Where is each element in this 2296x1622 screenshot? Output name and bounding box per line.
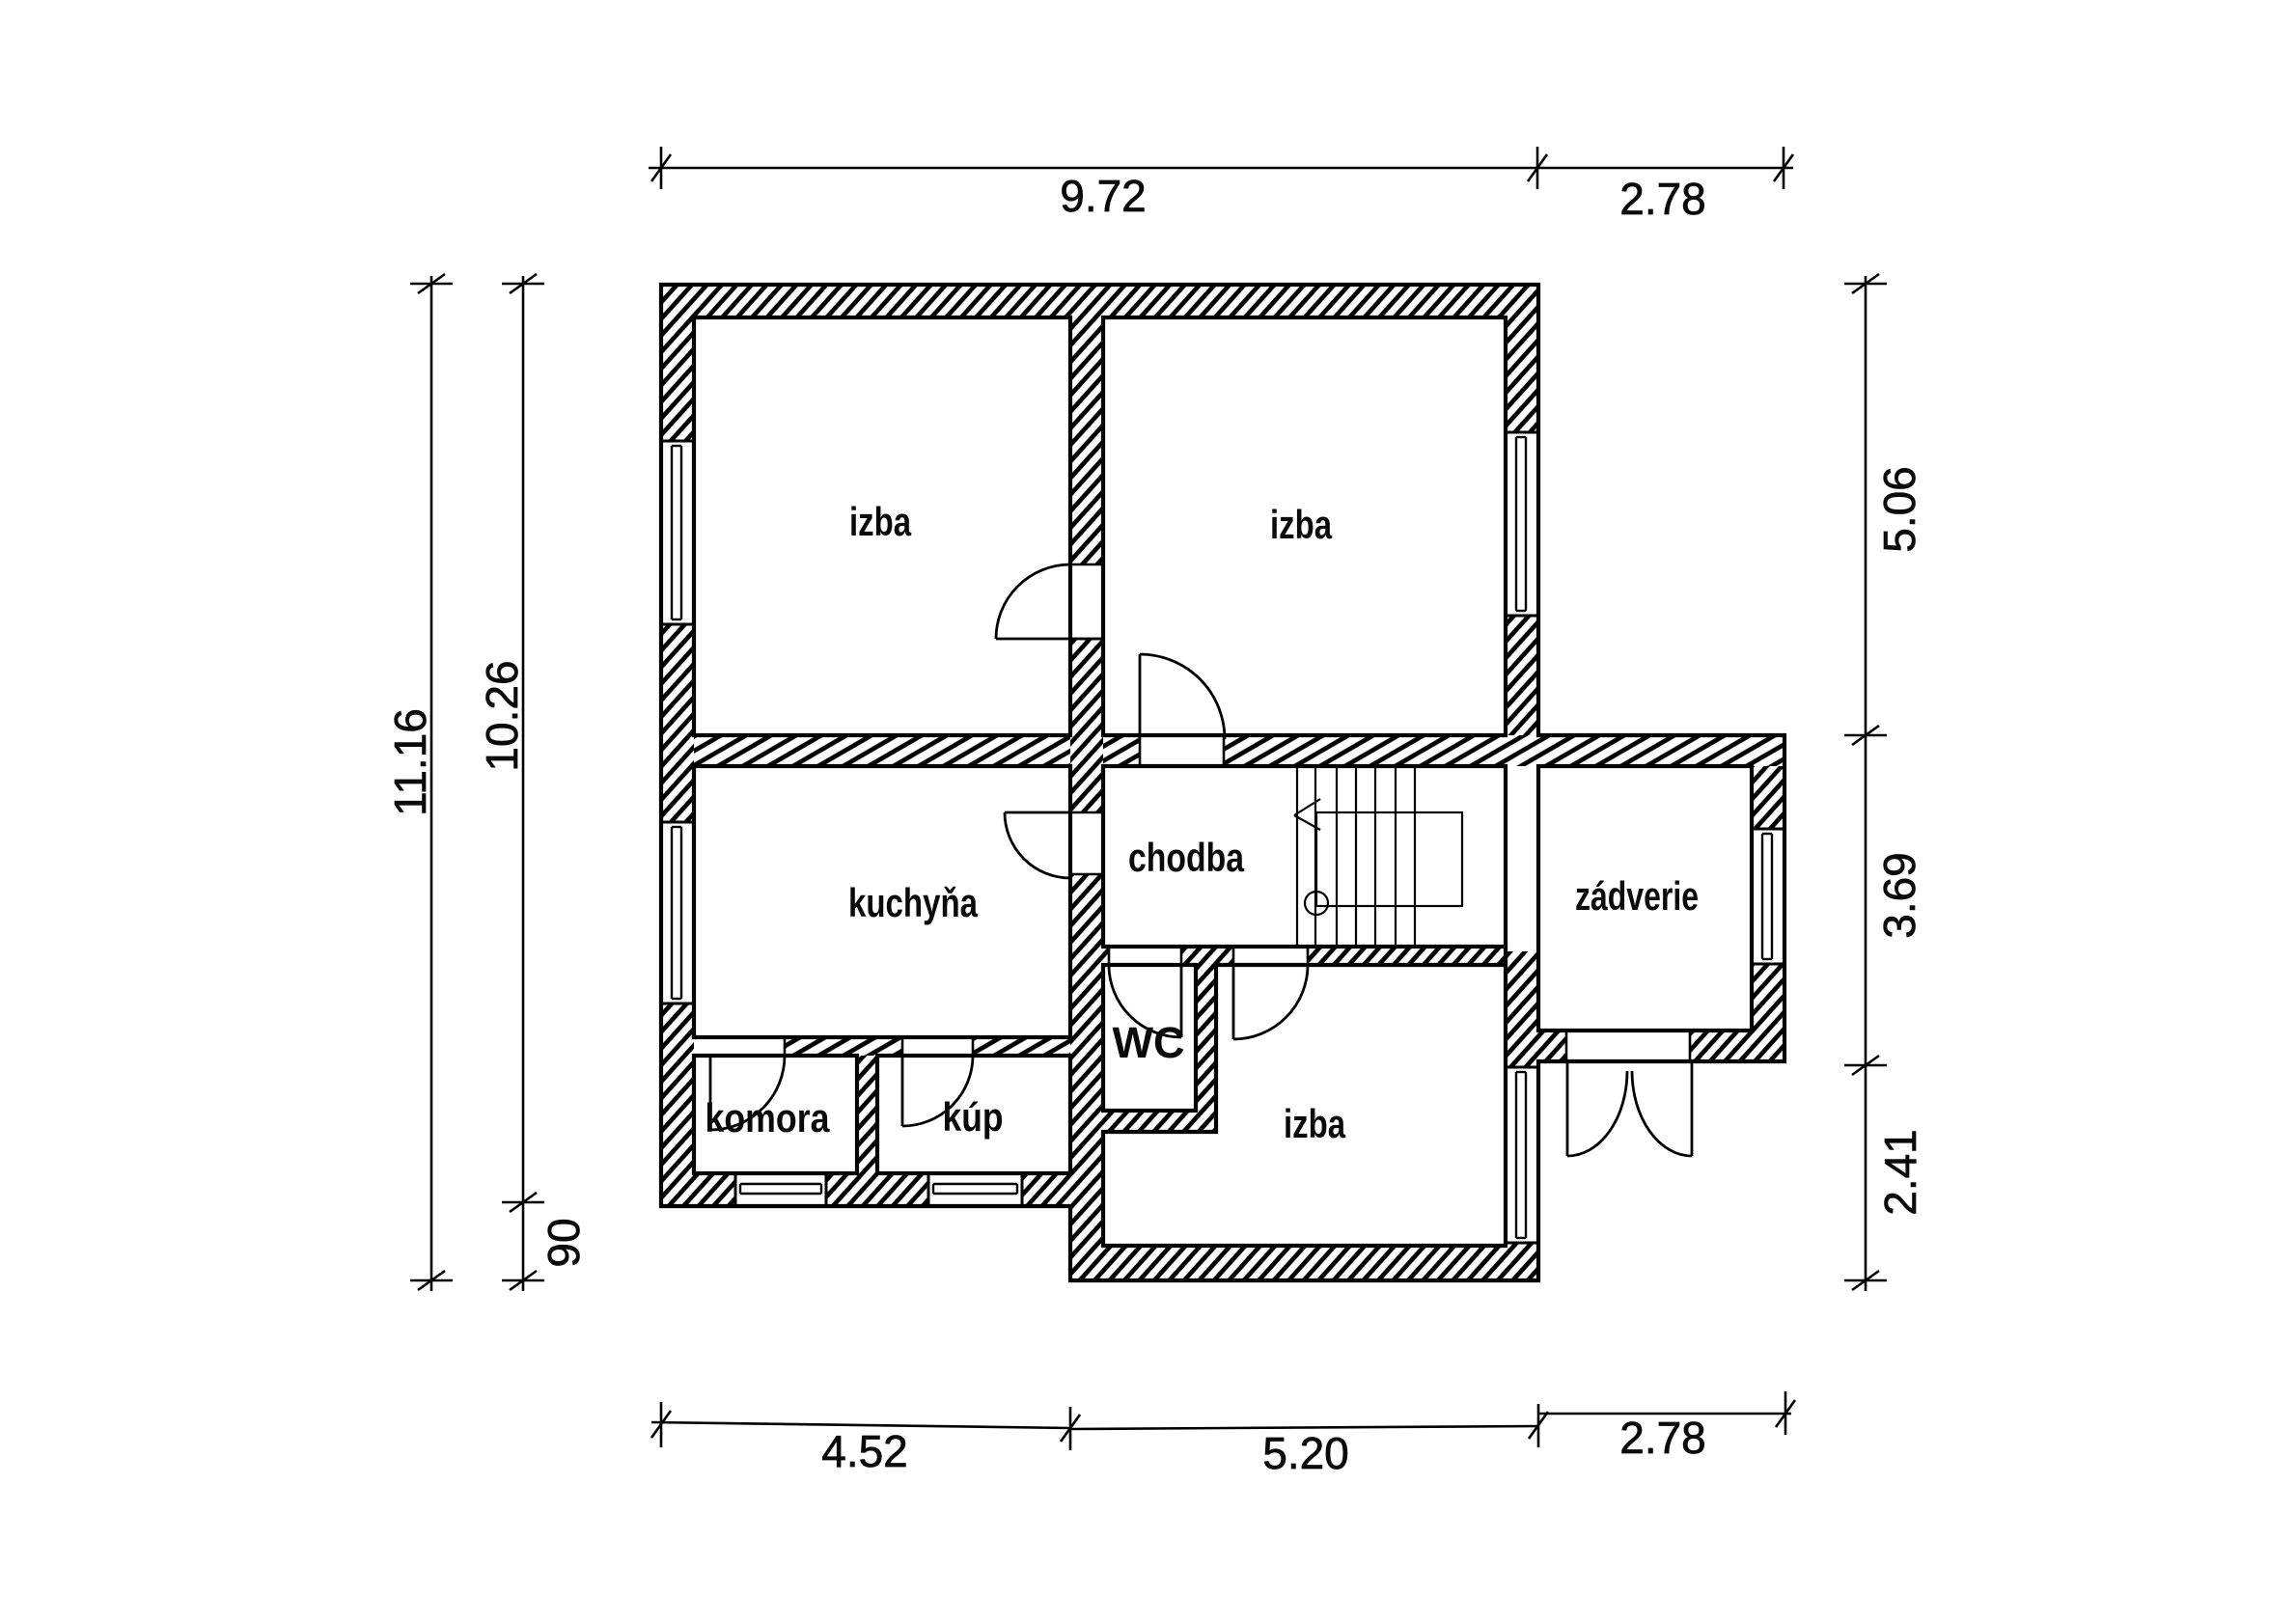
svg-text:kuchyňa: kuchyňa [848,880,978,925]
svg-text:komora: komora [705,1095,831,1141]
svg-text:2.41: 2.41 [1875,1129,1925,1216]
svg-text:izba: izba [1270,502,1332,547]
svg-text:izba: izba [849,499,911,544]
svg-text:11.16: 11.16 [385,708,435,816]
svg-text:izba: izba [1284,1101,1345,1146]
svg-text:10.26: 10.26 [477,660,527,771]
svg-text:5.06: 5.06 [1874,466,1924,553]
svg-text:zádverie: zádverie [1575,873,1699,919]
svg-text:chodba: chodba [1128,835,1245,880]
svg-text:2.78: 2.78 [1619,174,1706,224]
svg-text:9.72: 9.72 [1060,171,1147,221]
svg-text:2.78: 2.78 [1619,1413,1706,1463]
svg-text:4.52: 4.52 [821,1426,908,1476]
svg-text:90: 90 [539,1218,589,1267]
svg-text:3.69: 3.69 [1874,852,1924,939]
svg-text:WC: WC [1113,1018,1185,1067]
svg-text:5.20: 5.20 [1262,1428,1349,1478]
svg-text:kúp: kúp [943,1094,1004,1140]
